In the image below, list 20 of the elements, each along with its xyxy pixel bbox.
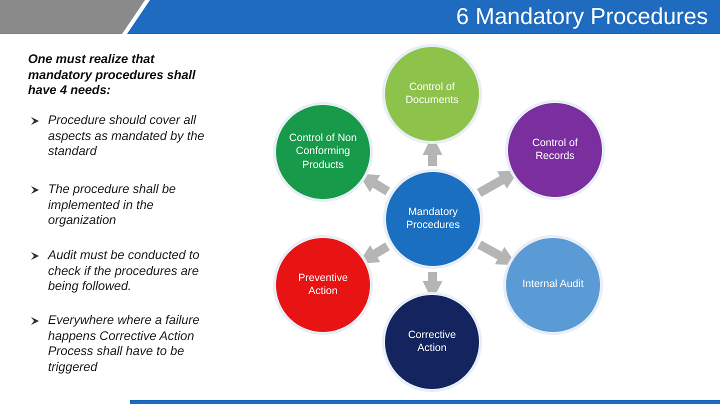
node-label: Internal Audit bbox=[521, 278, 585, 292]
procedure-circle bbox=[385, 47, 479, 141]
node-label: Mandatory Procedures bbox=[405, 206, 461, 232]
bullet-text: Everywhere where a failure happens Corrective Action Process shall have to be triggered bbox=[48, 313, 200, 376]
procedure-circle bbox=[276, 238, 370, 332]
procedure-circle bbox=[385, 295, 479, 389]
procedure-circle bbox=[508, 103, 602, 197]
node-label: Control of Records bbox=[531, 136, 579, 164]
intro-text: One must realize that mandatory procedures shall have 4 needs: bbox=[28, 52, 197, 99]
slide-title: 6 Mandatory Procedures bbox=[456, 3, 708, 30]
hub-circle bbox=[386, 172, 480, 266]
bullet-text: Audit must be conducted to check if the procedures are being followed. bbox=[48, 248, 200, 295]
node-label: Control of Non Conforming Products bbox=[288, 132, 358, 172]
procedure-circle bbox=[276, 105, 370, 199]
procedure-circle bbox=[506, 238, 600, 332]
node-label: Corrective Action bbox=[407, 328, 457, 356]
node-label: Control of Documents bbox=[404, 80, 460, 108]
bullet-text: Procedure should cover all aspects as mandated by the standard bbox=[48, 113, 206, 160]
bullet-text: The procedure shall be implemented in the organization bbox=[48, 182, 177, 229]
node-label: Preventive Action bbox=[297, 272, 349, 298]
